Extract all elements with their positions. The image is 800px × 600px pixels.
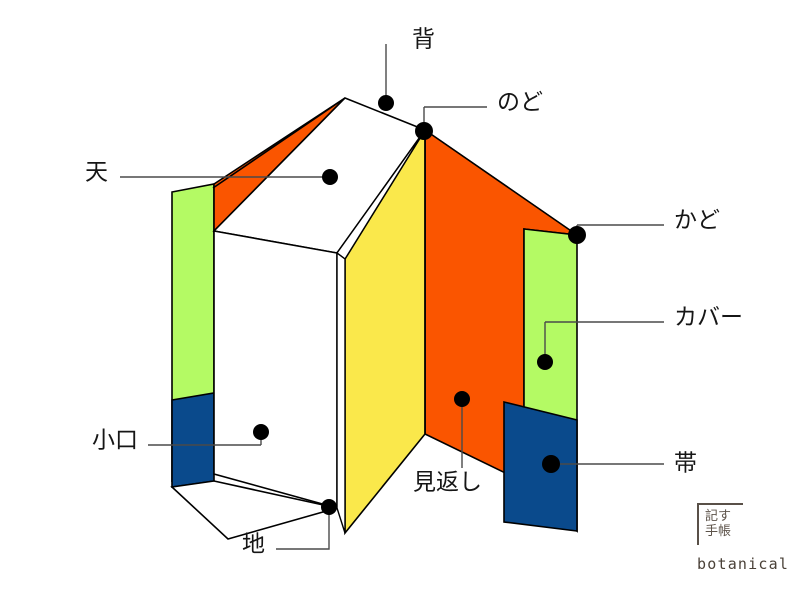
leader-line-chi	[276, 508, 330, 550]
label-cover: カバー	[674, 305, 743, 331]
right-obi-blue-band	[503, 400, 578, 532]
brand-logo: 記す 手帳 botanical	[697, 503, 793, 583]
logo-bracket-icon	[697, 503, 743, 545]
left-page-block-bottom-face	[170, 480, 338, 540]
label-mikaeshi: 見返し	[413, 470, 482, 496]
marker-dot-koguchi	[253, 424, 269, 440]
logo-wordmark: botanical	[697, 555, 790, 573]
annotation-nodo[interactable]: のど	[415, 90, 543, 141]
spine-ridge-line	[212, 97, 346, 189]
label-kado: かど	[674, 208, 720, 234]
label-obi: 帯	[674, 451, 697, 477]
label-ten: 天	[85, 160, 108, 186]
right-page-leaf-white-lower	[336, 251, 346, 534]
label-koguchi: 小口	[92, 428, 138, 454]
marker-dot-mikaeshi	[454, 391, 470, 407]
annotation-cover[interactable]: カバー	[537, 305, 743, 371]
left-page-block-front-face	[213, 230, 338, 510]
annotation-layer: 背 のど 天 かど	[85, 27, 743, 558]
marker-dot-se	[378, 95, 394, 111]
left-obi-blue-band	[171, 392, 215, 488]
marker-dot-ten	[322, 169, 338, 185]
marker-dot-nodo	[415, 122, 433, 140]
logo-cjk-line2: 手帳	[705, 524, 732, 539]
annotation-koguchi[interactable]: 小口	[92, 424, 269, 454]
annotation-se[interactable]: 背	[378, 27, 435, 112]
marker-dot-cover	[537, 354, 553, 370]
marker-dot-kado	[568, 226, 586, 244]
label-chi: 地	[242, 532, 265, 558]
annotation-ten[interactable]: 天	[85, 160, 338, 186]
logo-mark: 記す 手帳	[697, 503, 759, 549]
annotation-obi[interactable]: 帯	[542, 451, 697, 477]
marker-dot-obi	[542, 455, 560, 473]
annotation-chi[interactable]: 地	[242, 499, 337, 558]
marker-dot-chi	[321, 499, 337, 515]
label-nodo: のど	[497, 90, 543, 116]
label-se: 背	[412, 27, 435, 53]
annotation-kado[interactable]: かど	[568, 208, 720, 245]
logo-cjk-line1: 記す	[705, 509, 732, 524]
annotation-mikaeshi[interactable]: 見返し	[413, 391, 482, 496]
